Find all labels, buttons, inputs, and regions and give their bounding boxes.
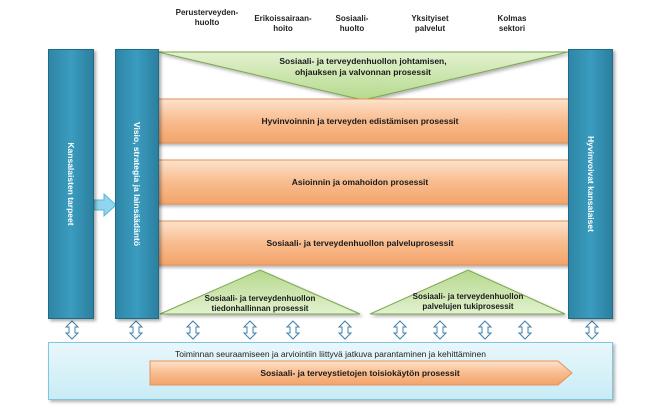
process-label-3: Sosiaali- ja terveydenhuollon palvelupro… bbox=[266, 238, 454, 248]
healthy-citizens-bar: Hyvinvoivat kansalaiset bbox=[568, 49, 613, 319]
column-header-sosiaalihuolto: Sosiaali- huolto bbox=[335, 14, 369, 33]
column-header-erikoissairaanhoito: Erikoissairaan- hoito bbox=[254, 14, 312, 33]
bottom-triangle-information bbox=[159, 269, 361, 315]
column-header-yksityiset-palvelut: Yksityiset palvelut bbox=[411, 14, 449, 33]
secondary-use-label: Sosiaali- ja terveystietojen toisiokäytö… bbox=[260, 368, 460, 378]
process-label-1: Hyvinvoinnin ja terveyden edistämisen pr… bbox=[261, 116, 459, 126]
bottom-triangle-support-label: Sosiaali- ja terveydenhuollon palvelujen… bbox=[412, 292, 524, 311]
column-header-kolmas-sektori: Kolmas sektori bbox=[497, 14, 527, 33]
double-arrow-10 bbox=[517, 320, 533, 340]
double-arrows bbox=[64, 320, 600, 340]
double-arrow-4 bbox=[242, 320, 258, 340]
process-label-2: Asioinnin ja omahoidon prosessit bbox=[291, 177, 429, 187]
strategy-bar: Visio, strategia ja lainsäädäntö bbox=[115, 49, 159, 319]
double-arrow-9 bbox=[477, 320, 493, 340]
needs-to-strategy-arrow bbox=[93, 192, 117, 218]
column-header-perusterveydenhuolto: Perusterveyden- huolto bbox=[175, 8, 239, 27]
double-arrow-11 bbox=[584, 320, 600, 340]
bottom-triangle-support bbox=[369, 269, 566, 315]
top-management-triangle bbox=[157, 51, 569, 101]
double-arrow-6 bbox=[337, 320, 353, 340]
continuous-improvement-title: Toiminnan seuraamiseen ja arviointiin li… bbox=[175, 349, 486, 359]
double-arrow-2 bbox=[128, 320, 144, 340]
top-triangle-label: Sosiaali- ja terveydenhuollon johtamisen… bbox=[279, 56, 447, 77]
bottom-triangle-information-label: Sosiaali- ja terveydenhuollon tiedonhall… bbox=[204, 294, 316, 313]
double-arrow-1 bbox=[64, 320, 80, 340]
double-arrow-8 bbox=[432, 320, 448, 340]
double-arrow-5 bbox=[285, 320, 301, 340]
double-arrow-3 bbox=[185, 320, 201, 340]
citizens-needs-bar: Kansalaisten tarpeet bbox=[48, 49, 94, 319]
double-arrow-7 bbox=[392, 320, 408, 340]
secondary-use-arrow bbox=[149, 360, 573, 386]
